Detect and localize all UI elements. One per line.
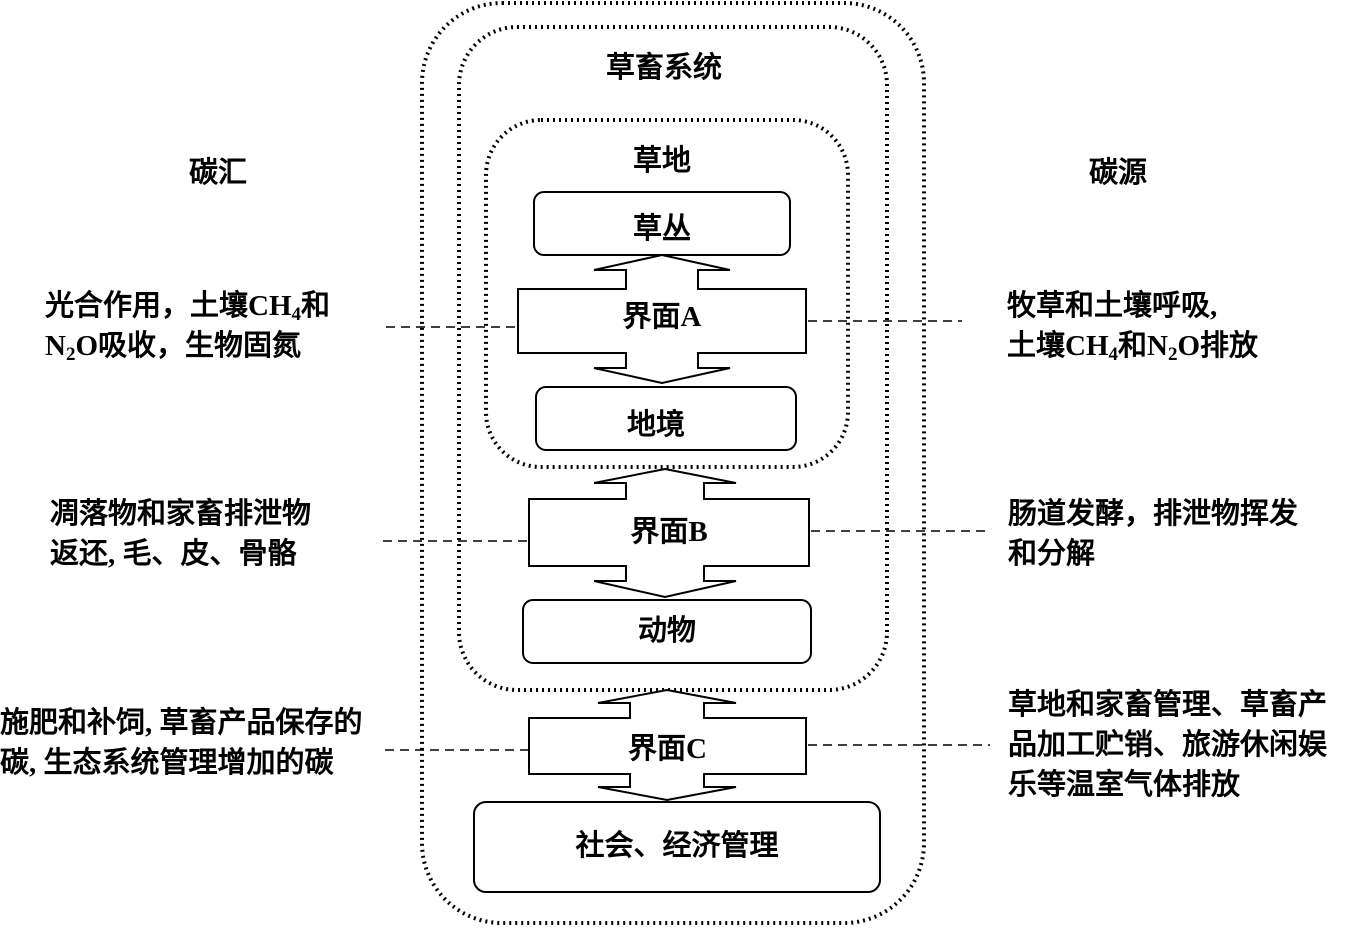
carbon-source-heading: 碳源 bbox=[1088, 157, 1147, 189]
sink-text-b: 凋落物和家畜排泄物 返还, 毛、皮、骨骼 bbox=[50, 498, 312, 570]
interface-c-double-arrow bbox=[528, 688, 807, 802]
interface-a-double-arrow bbox=[517, 253, 807, 385]
source-text-a: 牧草和土壤呼吸, 土壤CH4和N2O排放 bbox=[1007, 290, 1259, 365]
soil-label: 地境 bbox=[626, 409, 685, 441]
interface-c-label: 界面C bbox=[628, 733, 707, 765]
interface-b-label: 界面B bbox=[630, 516, 708, 548]
society-box bbox=[473, 801, 881, 893]
sink-text-a: 光合作用，土壤CH4和 N2O吸收，生物固氮 bbox=[45, 290, 331, 365]
sink-text-c: 施肥和补饲, 草畜产品保存的 碳, 生态系统管理增加的碳 bbox=[0, 707, 363, 779]
system-title: 草畜系统 bbox=[605, 52, 722, 84]
interface-a-label: 界面A bbox=[622, 301, 702, 333]
animal-box bbox=[522, 599, 812, 664]
carbon-sink-heading: 碳汇 bbox=[188, 157, 247, 189]
source-text-c: 草地和家畜管理、草畜产 品加工贮销、旅游休闲娱 乐等温室气体排放 bbox=[1008, 689, 1328, 801]
grassland-title: 草地 bbox=[632, 145, 691, 177]
soil-box bbox=[535, 386, 797, 451]
outer-boundary bbox=[420, 1, 926, 925]
source-text-b: 肠道发酵，排泄物挥发 和分解 bbox=[1008, 498, 1299, 570]
interface-b-double-arrow bbox=[528, 467, 810, 599]
grass-label: 草丛 bbox=[632, 213, 691, 245]
animal-label: 动物 bbox=[637, 615, 696, 647]
society-label: 社会、经济管理 bbox=[575, 830, 779, 862]
livestock-system-boundary bbox=[457, 25, 889, 692]
grassland-boundary bbox=[484, 118, 850, 469]
